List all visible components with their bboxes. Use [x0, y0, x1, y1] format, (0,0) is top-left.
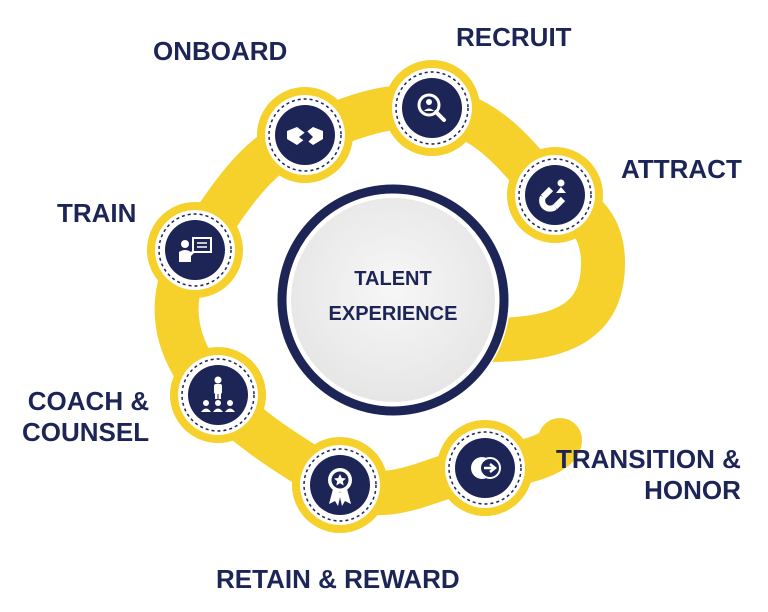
label-transition-line1: TRANSITION & — [556, 444, 741, 474]
center-title-line1: TALENT — [354, 268, 431, 290]
node-transition — [445, 428, 525, 508]
handshake-icon — [287, 127, 323, 145]
presenter-board-icon — [179, 237, 212, 262]
magnifier-person-icon — [417, 93, 446, 122]
node-recruit — [392, 68, 472, 148]
label-coach-line2: COUNSEL — [22, 417, 150, 448]
label-train: TRAIN — [57, 198, 137, 228]
center-title-line2: EXPERIENCE — [329, 303, 458, 325]
node-coach — [178, 355, 258, 435]
label-onboard: ONBOARD — [153, 36, 288, 66]
node-retain — [300, 445, 380, 525]
node-attract — [515, 155, 595, 235]
exit-arrow-icon — [471, 457, 501, 479]
label-recruit: RECRUIT — [456, 22, 572, 52]
magnet-person-icon — [539, 179, 566, 212]
label-coach: COACH & COUNSEL — [22, 386, 149, 448]
node-train — [155, 210, 235, 290]
label-retain: RETAIN & REWARD — [216, 564, 460, 594]
coach-group-icon — [201, 376, 235, 412]
label-transition: TRANSITION & HONOR — [556, 444, 741, 506]
label-transition-line2: HONOR — [644, 475, 741, 506]
center-hub: TALENT EXPERIENCE — [276, 183, 510, 417]
label-coach-line1: COACH & — [27, 386, 150, 416]
label-attract: ATTRACT — [621, 154, 742, 184]
award-ribbon-icon — [328, 468, 352, 506]
node-onboard — [265, 95, 345, 175]
